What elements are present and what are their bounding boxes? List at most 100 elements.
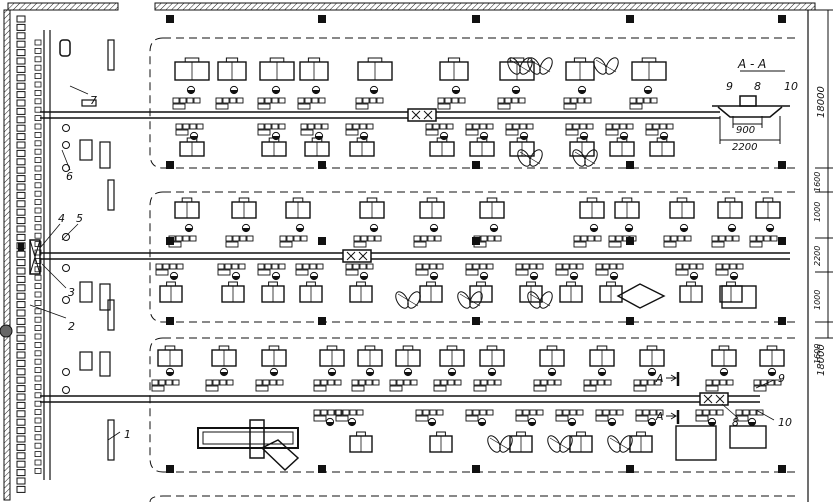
machine-tool: [759, 345, 785, 367]
rack-cell: [16, 435, 26, 443]
machine-tool: [231, 197, 257, 219]
callout-4: 4: [58, 212, 65, 225]
operator: [647, 417, 657, 427]
rack-cell: [16, 393, 26, 401]
operator: [271, 271, 281, 281]
operator: [429, 223, 439, 233]
bay-1: [149, 37, 800, 169]
operator: [619, 131, 629, 141]
machine-tool: [261, 137, 287, 157]
operator: [547, 367, 557, 377]
bench-rack: [168, 235, 197, 248]
operator: [165, 367, 175, 377]
equipment: [79, 281, 93, 303]
rack-cell: [16, 74, 26, 82]
callout-5: 5: [76, 212, 83, 225]
machine-tool: [649, 137, 675, 157]
bench-rack: [255, 379, 284, 392]
machine-tool: [479, 345, 505, 367]
operator: [707, 417, 717, 427]
rack-cell: [16, 107, 26, 115]
rack-cell: [34, 190, 42, 197]
dim-18000-top: 18000: [816, 86, 827, 118]
rack-cell: [16, 326, 26, 334]
top-wall-left: [7, 2, 119, 11]
rack-cell: [16, 208, 26, 216]
machine-tool: [174, 197, 200, 219]
machine-tool: [589, 345, 615, 367]
machine-tool: [221, 281, 245, 303]
rack-cell: [34, 325, 42, 332]
rack-cell: [16, 82, 26, 90]
rack-cell: [34, 232, 42, 239]
equipment: [99, 141, 111, 169]
operator: [689, 271, 699, 281]
operator: [439, 131, 449, 141]
operator: [295, 223, 305, 233]
rack-cell: [16, 301, 26, 309]
column: [318, 317, 326, 325]
rack-cell: [34, 291, 42, 298]
rack-cell: [16, 49, 26, 57]
operator: [729, 271, 739, 281]
rack-cell: [16, 250, 26, 258]
bench-rack: [425, 123, 454, 136]
dim-1000-a: 1000: [813, 202, 822, 222]
operator: [624, 223, 634, 233]
rack-cell: [34, 140, 42, 147]
rack-cell: [34, 358, 42, 365]
bay-4-partial: [149, 495, 800, 502]
machine-tool: [261, 281, 285, 303]
dim-2200: 2200: [813, 246, 822, 266]
section-dim-2200: 2200: [732, 142, 757, 153]
section-title: A - A: [737, 57, 766, 71]
rack-cell: [16, 225, 26, 233]
section-mark-a-upper: A: [655, 372, 664, 385]
rack-cell: [16, 57, 26, 65]
bench-rack: [705, 379, 734, 392]
wall-gate-marker: [0, 324, 13, 338]
machine-tool: [285, 197, 311, 219]
bin: [62, 124, 70, 132]
workbenches: [151, 97, 782, 422]
bin: [62, 233, 70, 241]
bench-rack: [695, 409, 724, 422]
fixture: [527, 291, 553, 309]
rack-cell: [34, 98, 42, 105]
equipment: [107, 299, 115, 331]
machine-tool: [609, 137, 635, 157]
bench-rack: [555, 409, 584, 422]
rack-cell: [34, 316, 42, 323]
bench-rack: [300, 123, 329, 136]
operator: [241, 223, 251, 233]
machine-tool: [711, 345, 737, 367]
column: [472, 317, 480, 325]
bench-rack: [297, 97, 326, 110]
machine-tool: [179, 137, 205, 157]
rack-cell: [16, 460, 26, 468]
callout-9-lower: 9: [778, 372, 785, 385]
operator: [577, 85, 587, 95]
operator: [325, 417, 335, 427]
operator: [489, 223, 499, 233]
operator: [309, 271, 319, 281]
column: [778, 161, 786, 169]
machine-tool: [395, 345, 421, 367]
fixture: [487, 435, 513, 453]
callout-1: 1: [124, 428, 131, 441]
operator: [219, 367, 229, 377]
rack-cell: [34, 375, 42, 382]
bench-rack: [515, 409, 544, 422]
operator: [189, 131, 199, 141]
callout-2: 2: [68, 320, 75, 333]
bench-rack: [215, 97, 244, 110]
bin: [62, 296, 70, 304]
operator: [747, 417, 757, 427]
rack-cell: [16, 334, 26, 342]
operator: [477, 417, 487, 427]
bench-rack: [345, 123, 374, 136]
operator: [511, 85, 521, 95]
rack-cell: [34, 467, 42, 474]
rack-cell: [34, 442, 42, 449]
